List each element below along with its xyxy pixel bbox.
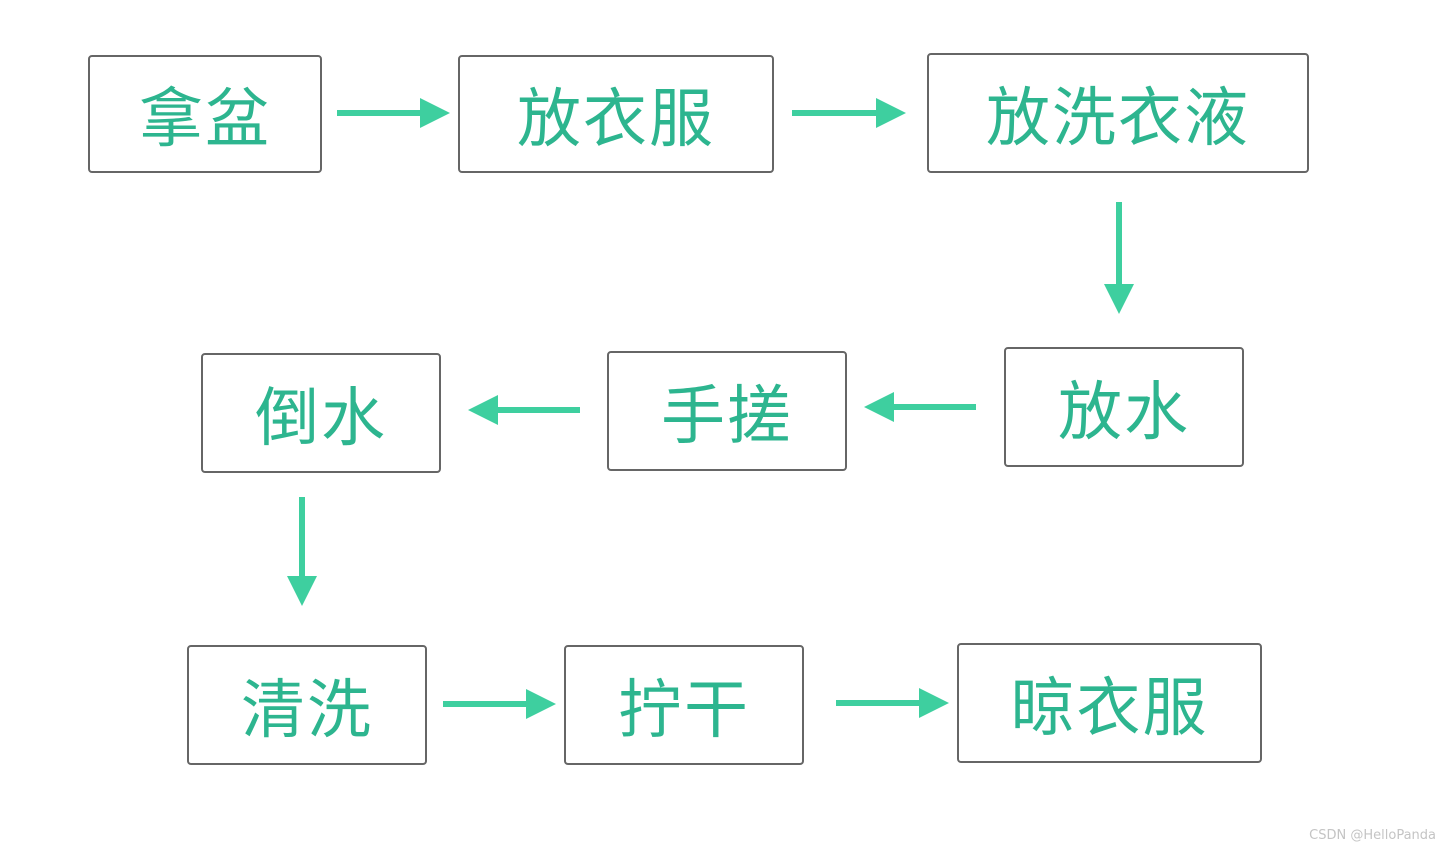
step-add-water: 放水 — [1004, 347, 1244, 467]
step-label: 拿盆 — [139, 83, 271, 157]
watermark: CSDN @HelloPanda — [1309, 828, 1436, 843]
step-take-basin: 拿盆 — [88, 55, 322, 173]
step-wring-dry: 拧干 — [564, 645, 804, 765]
step-label: 清洗 — [241, 674, 373, 748]
step-label: 放洗衣液 — [986, 82, 1250, 156]
step-label: 晾衣服 — [1010, 672, 1209, 746]
step-hand-scrub: 手搓 — [607, 351, 847, 471]
step-label: 放衣服 — [517, 83, 715, 157]
step-label: 手搓 — [661, 380, 793, 454]
step-rinse: 清洗 — [187, 645, 427, 765]
step-put-clothes: 放衣服 — [458, 55, 774, 173]
step-pour-water: 倒水 — [201, 353, 441, 473]
step-hang-clothes: 晾衣服 — [957, 643, 1262, 763]
step-label: 倒水 — [255, 382, 387, 456]
step-label: 放水 — [1058, 376, 1190, 450]
step-label: 拧干 — [618, 674, 750, 748]
step-add-detergent: 放洗衣液 — [927, 53, 1309, 173]
